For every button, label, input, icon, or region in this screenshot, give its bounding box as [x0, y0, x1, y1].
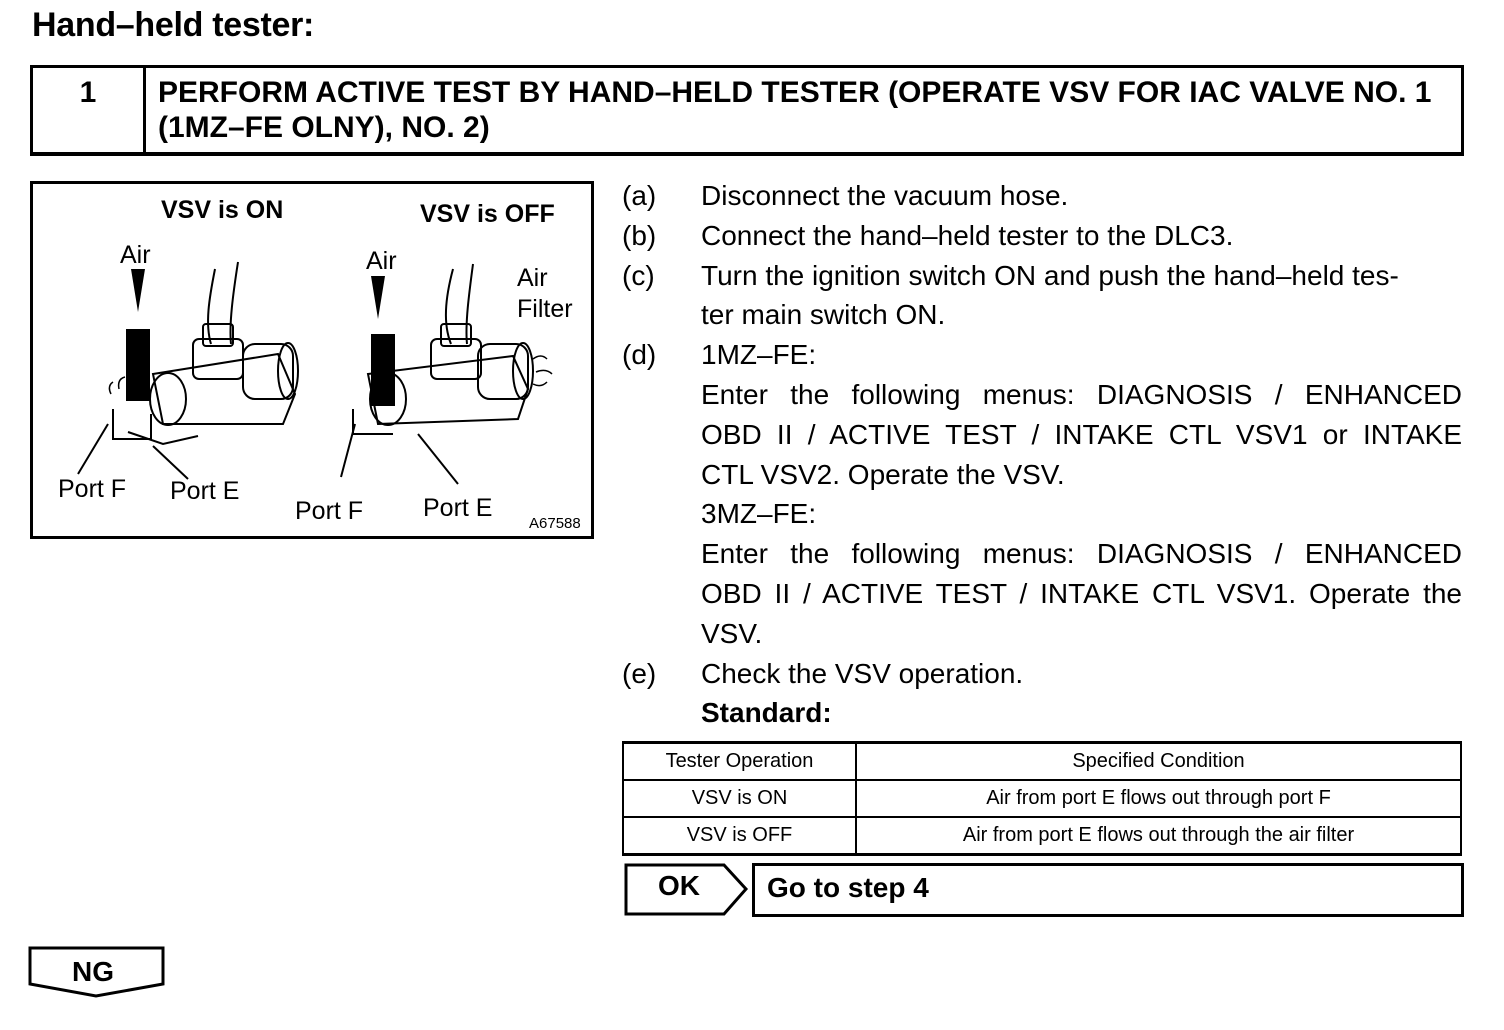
ng-label: NG	[72, 956, 114, 987]
instruction-key: (b)	[622, 219, 657, 251]
step-title: PERFORM ACTIVE TEST BY HAND–HELD TESTER …	[158, 76, 1432, 144]
port-f-label-on: Port F	[58, 475, 127, 503]
instruction-line: Disconnect the vacuum hose.	[701, 180, 1069, 211]
instruction-line: Turn the ignition switch ON and push the…	[701, 259, 1399, 291]
instruction-line: OBD II / ACTIVE TEST / INTAKE CTL VSV1 o…	[701, 418, 1462, 450]
table-header-row: Tester Operation Specified Condition	[622, 741, 1462, 781]
step-header: 1 PERFORM ACTIVE TEST BY HAND–HELD TESTE…	[30, 65, 1464, 156]
instruction-item: (a) Disconnect the vacuum hose.	[622, 176, 1462, 216]
ng-branch: NG	[28, 946, 168, 998]
air-jet-right	[371, 334, 395, 406]
instruction-text: Turn the ignition switch ON and push the…	[701, 256, 1462, 336]
go-to-step-box: Go to step 4	[752, 863, 1464, 917]
go-to-step-text: Go to step 4	[767, 872, 929, 903]
standard-label: Standard:	[701, 697, 832, 729]
instruction-line: Enter the following menus: DIAGNOSIS / E…	[701, 378, 1462, 410]
vsv-on-title: VSV is ON	[161, 196, 284, 224]
table-header: Specified Condition	[855, 741, 1462, 781]
instruction-text: Check the VSV operation. Standard:	[701, 654, 1462, 734]
instruction-key: (c)	[622, 259, 655, 291]
ok-label: OK	[658, 870, 700, 901]
instruction-text: Disconnect the vacuum hose.	[701, 176, 1462, 216]
port-e-label-on: Port E	[170, 477, 240, 505]
ok-arrow-icon	[624, 863, 749, 916]
instruction-line: CTL VSV2. Operate the VSV.	[701, 458, 1065, 490]
instruction-item: (c) Turn the ignition switch ON and push…	[622, 256, 1462, 336]
arrow-down-icon	[131, 269, 145, 312]
instruction-text: 1MZ–FE: Enter the following menus: DIAGN…	[701, 335, 1462, 653]
step-number: 1	[33, 68, 146, 152]
table-cell: VSV is OFF	[622, 816, 857, 856]
instruction-line: Enter the following menus: DIAGNOSIS / E…	[701, 538, 1462, 570]
air-filter-label-1: Air	[517, 264, 548, 292]
instruction-line: Connect the hand–held tester to the DLC3…	[701, 219, 1234, 251]
instruction-line: OBD II / ACTIVE TEST / INTAKE CTL VSV1. …	[701, 577, 1462, 609]
instruction-line: 1MZ–FE:	[701, 339, 817, 371]
arrow-down-icon	[371, 276, 385, 319]
air-jet-left	[126, 329, 150, 401]
table-cell: Air from port E flows out through the ai…	[855, 816, 1462, 856]
instruction-line: Check the VSV operation.	[701, 657, 1024, 689]
instruction-key: (a)	[622, 180, 657, 211]
instruction-item: (b) Connect the hand–held tester to the …	[622, 216, 1462, 256]
table-row: VSV is ON Air from port E flows out thro…	[622, 779, 1462, 818]
instruction-line: ter main switch ON.	[701, 299, 946, 331]
instruction-key: (d)	[622, 339, 657, 371]
table-cell: VSV is ON	[622, 779, 857, 818]
instruction-key: (e)	[622, 657, 657, 689]
instruction-line: 3MZ–FE:	[701, 498, 817, 530]
table-cell: Air from port E flows out through port F	[855, 779, 1462, 818]
port-f-label-off: Port F	[295, 497, 364, 525]
figure-code: A67588	[529, 515, 581, 532]
spec-table: Tester Operation Specified Condition VSV…	[622, 741, 1462, 856]
instruction-text: Connect the hand–held tester to the DLC3…	[701, 216, 1462, 256]
air-label-on: Air	[120, 241, 151, 269]
table-header: Tester Operation	[622, 741, 857, 781]
instruction-item: (d) 1MZ–FE: Enter the following menus: D…	[622, 335, 1462, 653]
instruction-item: (e) Check the VSV operation. Standard:	[622, 654, 1462, 734]
port-e-label-off: Port E	[423, 494, 493, 522]
vsv-figure: VSV is ON VSV is OFF Air Air Air Filter …	[30, 181, 594, 539]
page-title: Hand–held tester:	[32, 6, 315, 44]
hose-left	[207, 268, 216, 345]
air-filter-label-2: Filter	[517, 295, 573, 323]
vsv-illustration	[77, 261, 553, 485]
table-row: VSV is OFF Air from port E flows out thr…	[622, 816, 1462, 856]
instruction-list: (a) Disconnect the vacuum hose. (b) Conn…	[622, 176, 1462, 733]
vsv-off-title: VSV is OFF	[420, 200, 555, 228]
air-label-off: Air	[366, 247, 397, 275]
ok-branch: OK Go to step 4	[624, 863, 1464, 917]
instruction-line: VSV.	[701, 617, 763, 649]
ng-arrow-icon	[28, 946, 165, 998]
